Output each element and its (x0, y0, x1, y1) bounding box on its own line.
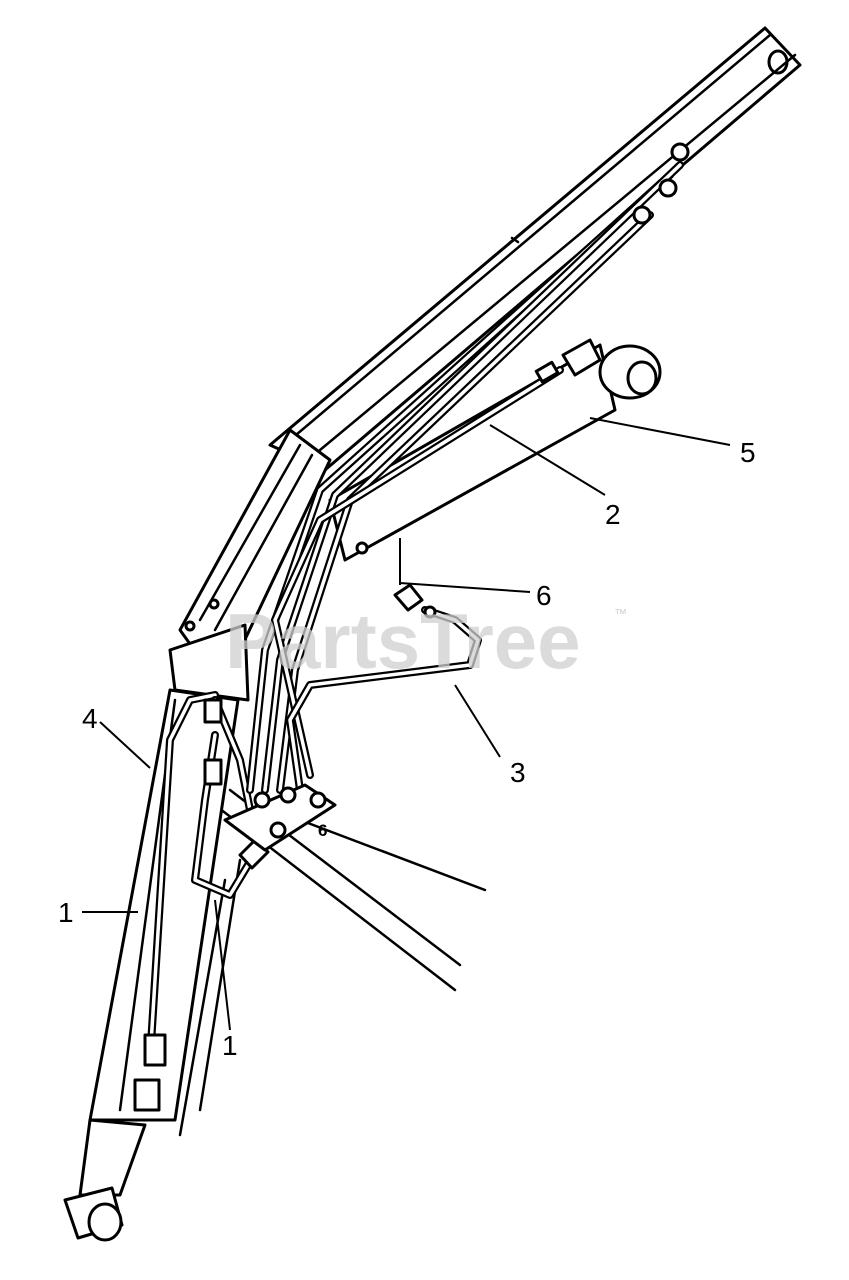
callout-4: 4 (82, 703, 98, 734)
lift-cylinder-5 (328, 338, 662, 562)
callout-5: 5 (740, 437, 756, 468)
callout-2: 2 (605, 499, 621, 530)
frame-rails (178, 788, 487, 1137)
tower-column (63, 623, 250, 1242)
watermark-trademark: ™ (614, 606, 627, 621)
callout-6-upper: 6 (536, 580, 552, 611)
valve-block-6: 6 (223, 783, 337, 852)
callout-6-block: 6 (318, 821, 327, 840)
callout-1-bottom: 1 (222, 1030, 238, 1061)
watermark-text: PartsTree (225, 597, 581, 685)
callouts: 4 1 1 2 3 5 6 (58, 437, 756, 1061)
watermark: PartsTree ™ (225, 597, 627, 685)
callout-3: 3 (510, 757, 526, 788)
hose-4 (133, 691, 254, 1112)
callout-1-left: 1 (58, 897, 74, 928)
hose-1 (191, 731, 270, 899)
leader-lines (82, 417, 731, 1031)
hose-3 (286, 583, 482, 794)
